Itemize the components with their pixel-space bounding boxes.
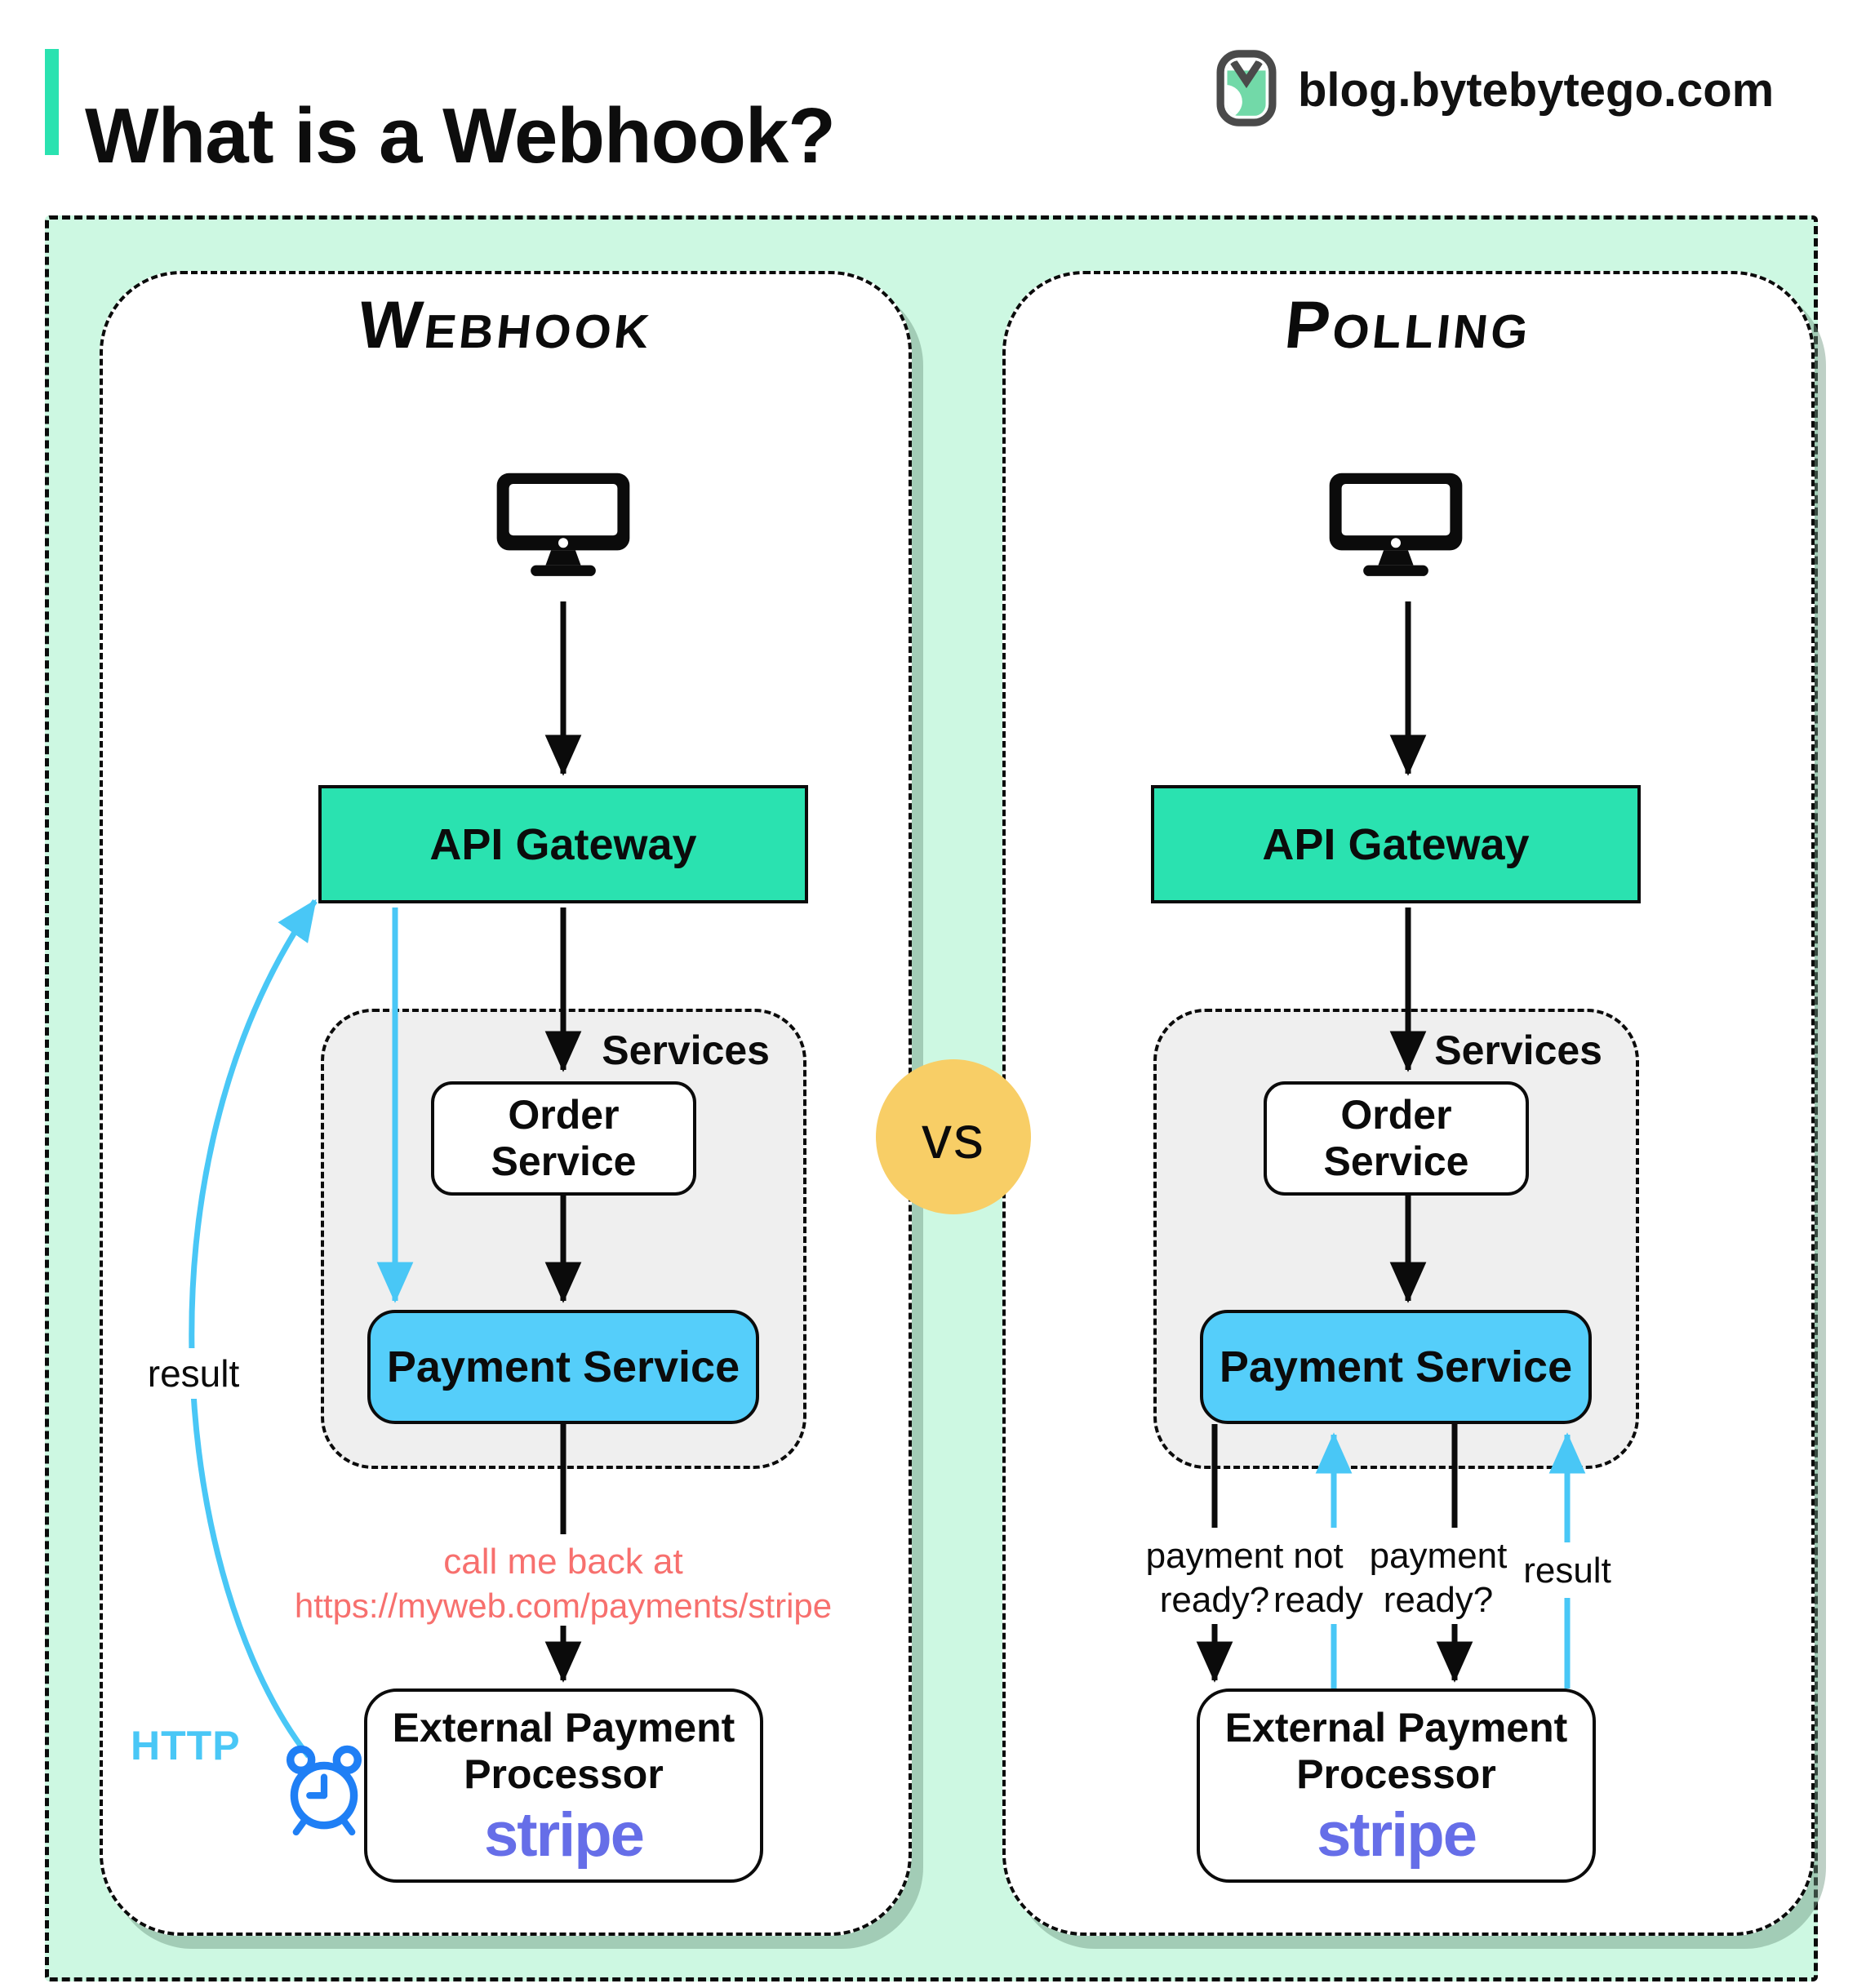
api-gateway-box: API Gateway xyxy=(1151,785,1641,903)
order-service-box: Order Service xyxy=(431,1081,696,1196)
poll-response2-label: result xyxy=(1523,1551,1611,1591)
page-title: What is a Webhook? xyxy=(85,92,836,180)
api-gateway-label: API Gateway xyxy=(1262,819,1530,869)
poll-request1-label: payment ready? xyxy=(1145,1536,1284,1620)
poll-response1-label: not ready xyxy=(1273,1536,1364,1620)
external-processor-label: External Payment Processor xyxy=(392,1704,735,1797)
result-label: result xyxy=(124,1348,263,1399)
client-computer-icon xyxy=(1328,472,1464,584)
payment-service-label: Payment Service xyxy=(386,1342,740,1391)
client-computer-icon xyxy=(495,472,631,584)
order-service-label: Order Service xyxy=(491,1091,637,1185)
bytebytego-logo-icon xyxy=(1216,49,1277,131)
vs-badge: vs xyxy=(876,1059,1031,1214)
site-brand: blog.bytebytego.com xyxy=(1216,49,1774,131)
alarm-clock-icon xyxy=(276,1742,372,1842)
services-group-label: Services xyxy=(1434,1027,1602,1073)
polling-panel-title: Polling xyxy=(1281,288,1535,362)
order-service-box: Order Service xyxy=(1264,1081,1529,1196)
payment-service-label: Payment Service xyxy=(1219,1342,1573,1391)
external-payment-processor-box: External Payment Processor stripe xyxy=(1197,1688,1596,1883)
services-group-label: Services xyxy=(602,1027,770,1073)
webhook-panel-title: Webhook xyxy=(354,288,655,362)
stripe-logo-text: stripe xyxy=(484,1799,645,1870)
external-payment-processor-box: External Payment Processor stripe xyxy=(364,1688,763,1883)
poll-request2-label: payment ready? xyxy=(1369,1536,1508,1620)
callback-note-url: https://myweb.com/payments/stripe xyxy=(294,1586,833,1625)
callback-note-line1: call me back at xyxy=(443,1542,683,1582)
api-gateway-box: API Gateway xyxy=(318,785,808,903)
payment-service-box: Payment Service xyxy=(1200,1310,1592,1424)
api-gateway-label: API Gateway xyxy=(429,819,697,869)
order-service-label: Order Service xyxy=(1323,1091,1469,1185)
external-processor-label: External Payment Processor xyxy=(1224,1704,1568,1797)
site-url: blog.bytebytego.com xyxy=(1298,64,1775,117)
callback-note: call me back at https://myweb.com/paymen… xyxy=(196,1541,931,1628)
stripe-logo-text: stripe xyxy=(1317,1799,1477,1870)
http-label: HTTP xyxy=(131,1723,241,1768)
title-accent-bar xyxy=(45,49,59,155)
payment-service-box: Payment Service xyxy=(367,1310,759,1424)
